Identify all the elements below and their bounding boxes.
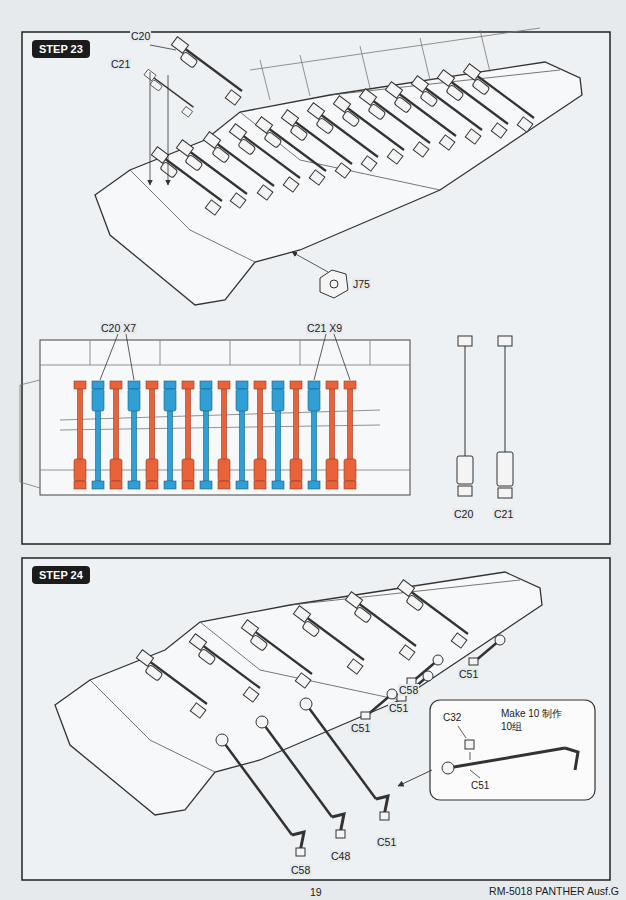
page-number: 19: [309, 886, 323, 898]
callout-number: C51: [388, 702, 409, 714]
callout-number: C21: [493, 508, 514, 520]
part-number: C32: [442, 712, 462, 725]
callout-number: C20: [453, 508, 474, 520]
detail-inset: C32 Make 10 制作10组 C51: [430, 700, 595, 800]
callout-number: C58: [398, 684, 419, 696]
step-badge: STEP 24: [32, 566, 90, 584]
callout-number: C21 X9: [306, 322, 343, 334]
part-number: C51: [470, 780, 490, 793]
quantity-note: Make 10 制作10组: [500, 708, 564, 733]
callout-number: C21: [110, 58, 131, 70]
callout-number: J75: [352, 278, 371, 290]
callout-number: C48: [330, 850, 351, 862]
callout-number: C20 X7: [100, 322, 137, 334]
callout-number: C20: [130, 30, 151, 42]
kit-name: RM-5018 PANTHER Ausf.G: [488, 885, 620, 897]
callout-number: C51: [376, 836, 397, 848]
callout-number: C58: [290, 864, 311, 876]
callout-number: C51: [458, 668, 479, 680]
callout-number: C51: [350, 722, 371, 734]
step-title: STEP 23: [39, 43, 83, 55]
step-title: STEP 24: [39, 569, 83, 581]
step-badge: STEP 23: [32, 40, 90, 58]
